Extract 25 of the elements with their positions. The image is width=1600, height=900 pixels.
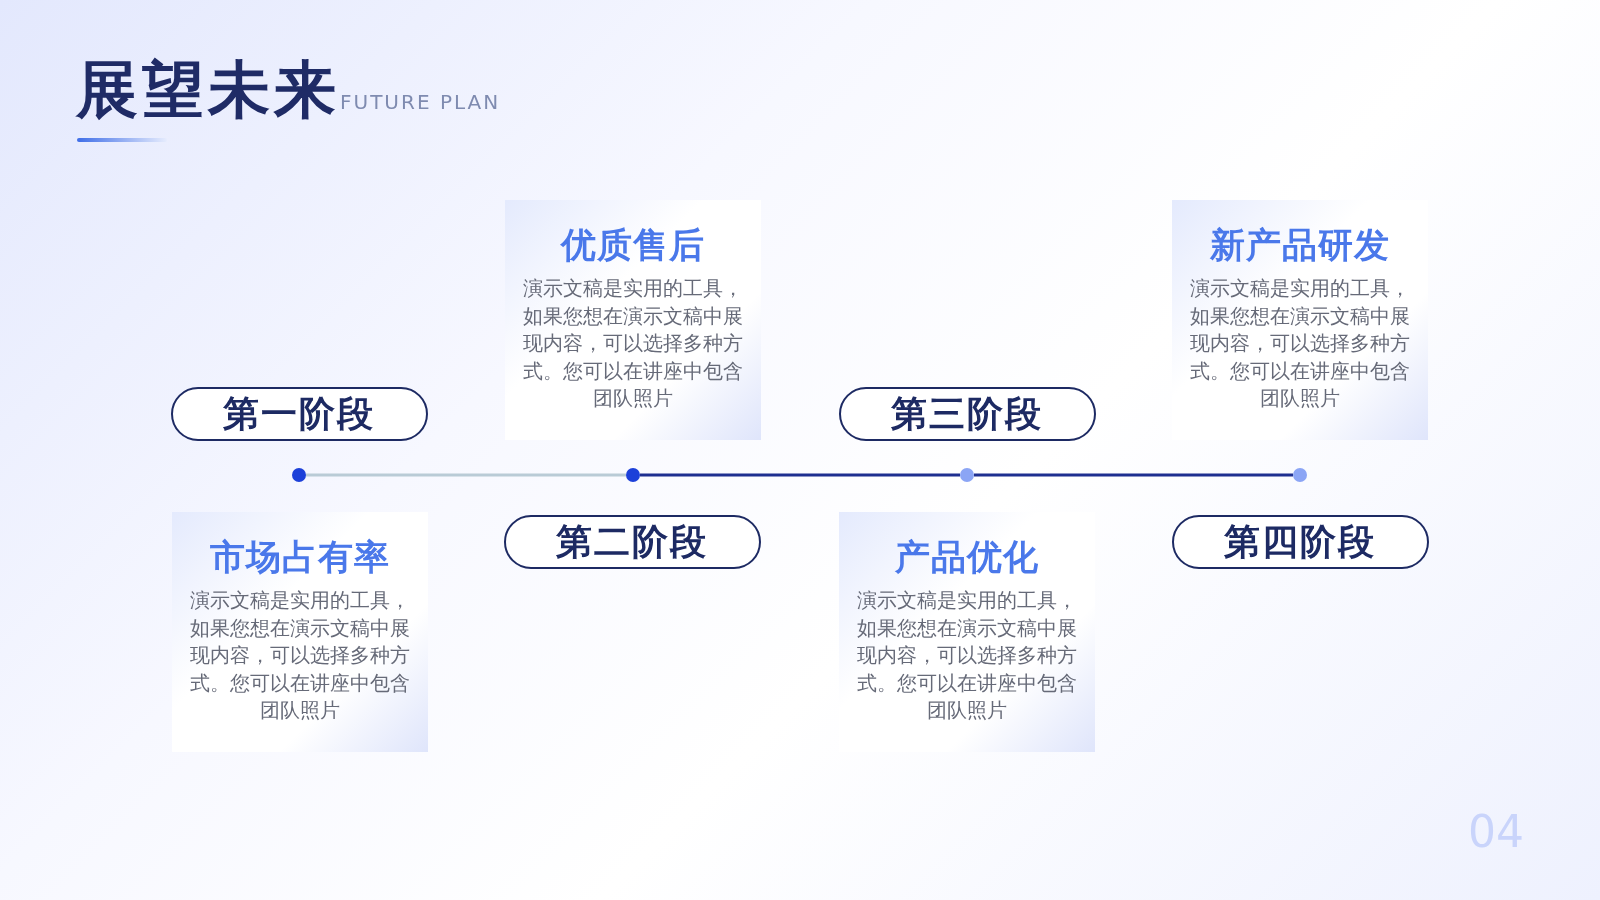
stage-pill: 第二阶段 <box>503 515 761 569</box>
stage-pill: 第一阶段 <box>170 387 428 441</box>
text-card <box>172 512 428 752</box>
card-text: 演示文稿是实用的工具，如果您想在演示文稿中展现内容，可以选择多种方式。您可以在讲座中包含团队照片 <box>523 276 743 412</box>
text-card <box>505 200 761 440</box>
timeline-line <box>640 473 960 477</box>
stage-pill: 第四阶段 <box>1171 515 1429 569</box>
card-heading: 产品优化 <box>894 536 1040 579</box>
timeline-dot <box>292 468 306 482</box>
card-text: 演示文稿是实用的工具，如果您想在演示文稿中展现内容，可以选择多种方式。您可以在讲座中包含团队照片 <box>190 588 410 724</box>
timeline-dot <box>626 468 640 482</box>
timeline-dot <box>1293 468 1307 482</box>
text-card <box>839 512 1095 752</box>
timeline-dot <box>960 468 974 482</box>
card-text: 演示文稿是实用的工具，如果您想在演示文稿中展现内容，可以选择多种方式。您可以在讲座中包含团队照片 <box>1190 276 1410 412</box>
text-card <box>1172 200 1428 440</box>
timeline-line <box>974 473 1293 477</box>
card-text: 演示文稿是实用的工具，如果您想在演示文稿中展现内容，可以选择多种方式。您可以在讲座中包含团队照片 <box>857 588 1077 724</box>
timeline-line <box>306 473 626 477</box>
card-heading: 市场占有率 <box>209 536 391 579</box>
card-heading: 优质售后 <box>559 224 706 267</box>
subtitle: FUTURE PLAN <box>340 90 501 114</box>
card-heading: 新产品研发 <box>1209 224 1391 267</box>
stage-pill: 第三阶段 <box>838 387 1096 441</box>
slide-title: 展望未来 <box>76 52 340 128</box>
